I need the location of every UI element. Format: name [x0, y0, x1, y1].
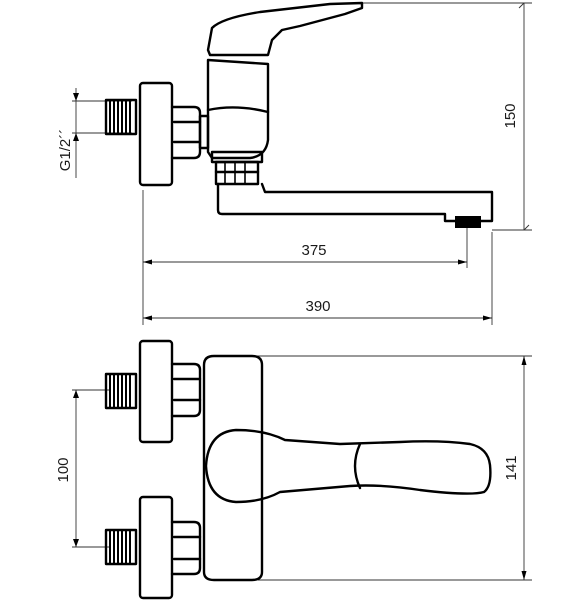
- dim-thread-label: G1/2´´: [57, 129, 74, 172]
- side-connector-thread: [104, 98, 138, 136]
- side-view: [72, 1, 532, 325]
- side-collar: [214, 160, 260, 186]
- side-rosette: [138, 81, 174, 187]
- front-view: [72, 339, 532, 600]
- side-hex-nut: [170, 105, 202, 160]
- dim-overall-length-label: 390: [305, 298, 330, 315]
- side-lever-handle: [206, 1, 364, 57]
- front-lever-handle: [204, 428, 492, 504]
- front-handle-divider: [353, 442, 362, 490]
- front-faucet-body: [202, 354, 264, 582]
- side-spout: [216, 182, 494, 228]
- front-lower-inlet: [104, 495, 202, 600]
- front-upper-inlet: [104, 339, 202, 444]
- side-view-dimension-lines: [72, 2, 532, 325]
- dim-height-side-label: 150: [502, 103, 519, 128]
- dimension-labels: G1/2´´ 150 375 390 100 141: [55, 103, 520, 482]
- dim-spout-reach-label: 375: [301, 242, 326, 259]
- dim-height-front-label: 141: [503, 455, 520, 480]
- dim-inlet-spacing-label: 100: [55, 457, 72, 482]
- front-view-dimension-lines: [72, 355, 532, 581]
- side-faucet-body: [206, 58, 270, 164]
